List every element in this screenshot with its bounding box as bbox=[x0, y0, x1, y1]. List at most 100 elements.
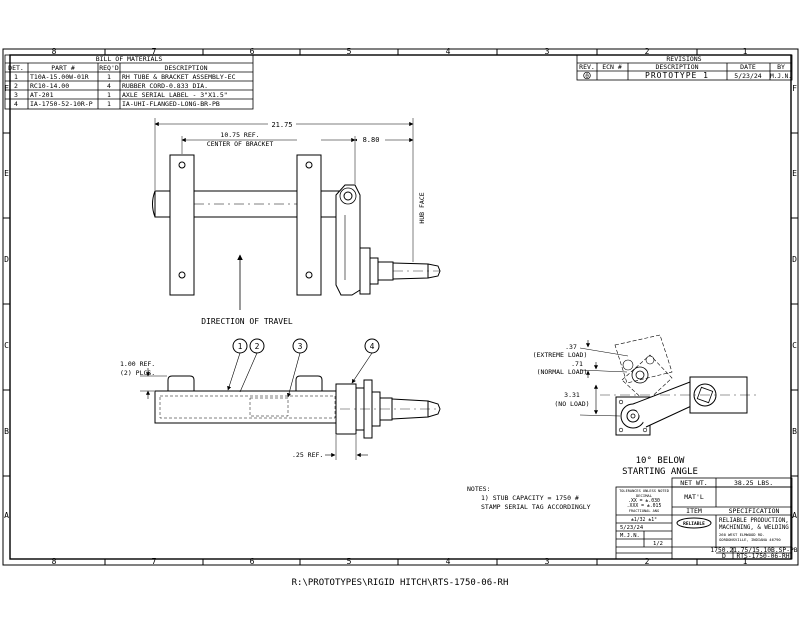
zone-label-top: 1 bbox=[743, 47, 748, 56]
drawing-scale: 1/2 bbox=[653, 541, 663, 547]
rev-header-ecn: ECN # bbox=[602, 63, 622, 71]
bill-of-materials: BILL OF MATERIALS DET. PART # REQ'D DESC… bbox=[4, 54, 254, 110]
drawing-date: 5/23/24 bbox=[620, 525, 644, 531]
item-label: ITEM bbox=[686, 507, 702, 515]
no-load-value: 3.31 bbox=[564, 391, 580, 399]
drawing-number: RTS-1750-06-RH bbox=[736, 553, 789, 560]
tolerance-title: TOLERANCES UNLESS NOTED bbox=[619, 489, 669, 493]
bom-row-qty: 4 bbox=[107, 82, 111, 90]
balloon-detail-1: 1 bbox=[238, 342, 243, 351]
bom-row-det: 3 bbox=[14, 91, 18, 99]
notes: NOTES: 1) STUB CAPACITY = 1750 # STAMP S… bbox=[467, 485, 591, 511]
zone-label-bottom: 7 bbox=[152, 557, 157, 566]
zone-label-top: 3 bbox=[545, 47, 550, 56]
rev-row-date: 5/23/24 bbox=[734, 72, 761, 80]
bom-row-part: T10A-15.00W-01R bbox=[30, 73, 89, 81]
zone-label-left: E bbox=[4, 169, 9, 178]
bracket-ref-label: CENTER OF BRACKET bbox=[207, 140, 274, 148]
net-weight-label: NET WT. bbox=[680, 479, 707, 487]
zone-label-left: A bbox=[4, 511, 9, 520]
bom-row-desc: RUBBER CORD-0.833 DIA. bbox=[122, 82, 208, 90]
no-load-label: (NO LOAD) bbox=[554, 400, 589, 408]
direction-of-travel-label: DIRECTION OF TRAVEL bbox=[201, 317, 293, 326]
balloon-detail-2: 2 bbox=[255, 342, 260, 351]
sheet-border bbox=[2, 48, 799, 566]
zone-label-top: 5 bbox=[347, 47, 352, 56]
zone-label-right: E bbox=[792, 169, 797, 178]
top-view bbox=[152, 118, 441, 310]
zone-label-left: C bbox=[4, 341, 9, 350]
bom-row-qty: 1 bbox=[107, 73, 111, 81]
notes-title: NOTES: bbox=[467, 485, 490, 493]
zone-label-left: D bbox=[4, 255, 9, 264]
notes-line-1: 1) STUB CAPACITY = 1750 # bbox=[481, 494, 579, 502]
tolerance-decimal: DECIMAL bbox=[636, 493, 653, 498]
zone-label-right: B bbox=[792, 427, 797, 436]
bom-row-det: 2 bbox=[14, 82, 18, 90]
bom-row-desc: RH TUBE & BRACKET ASSEMBLY-EC bbox=[122, 73, 236, 81]
bom-row-desc: AXLE SERIAL LABEL - 3"X1.5" bbox=[122, 91, 228, 99]
specification-label: SPECIFICATION bbox=[729, 507, 780, 515]
tolerance-xxx: .XXX = ±.015 bbox=[627, 503, 662, 509]
zone-label-bottom: 4 bbox=[446, 557, 451, 566]
bom-row: 3 AT-201 1 AXLE SERIAL LABEL - 3"X1.5" bbox=[14, 91, 228, 99]
company-address-line2: GORDONSVILLE, INDIANA 46790 bbox=[719, 537, 781, 542]
zone-label-top: 8 bbox=[52, 47, 57, 56]
rev-header-date: DATE bbox=[740, 63, 756, 71]
rev-row-desc: PROTOTYPE 1 bbox=[645, 71, 709, 80]
zone-label-bottom: 3 bbox=[545, 557, 550, 566]
extreme-load-value: .37 bbox=[565, 343, 577, 351]
tolerance-xx: .XX = ±.030 bbox=[628, 498, 660, 504]
part-number: 1750.21.75/15.10B.SP-PB bbox=[710, 547, 797, 554]
file-path-footer: R:\PROTOTYPES\RIGID HITCH\RTS-1750-06-RH bbox=[291, 578, 509, 588]
bom-row-det: 4 bbox=[14, 100, 18, 108]
company-logo: RELIABLE bbox=[676, 517, 712, 529]
rev-row-by: M.J.N. bbox=[770, 73, 792, 80]
net-weight-value: 38.25 LBS. bbox=[734, 479, 773, 487]
zone-label-left: F bbox=[4, 84, 9, 93]
revisions-title: REVISIONS bbox=[666, 55, 701, 63]
zone-label-top: 2 bbox=[645, 47, 650, 56]
bom-header-det: DET. bbox=[8, 64, 24, 72]
bom-row-part: AT-201 bbox=[30, 91, 54, 99]
bom-header-part: PART # bbox=[51, 64, 75, 72]
overall-length-dim: 21.75 bbox=[271, 121, 292, 129]
bom-row-part: IA-1750-52-10R-P bbox=[30, 100, 93, 108]
material-label: MAT'L bbox=[684, 493, 704, 501]
company-name-line2: MACHINING, & WELDING bbox=[719, 525, 789, 531]
normal-load-value: .71 bbox=[571, 360, 583, 368]
angle-label-line2: STARTING ANGLE bbox=[622, 467, 698, 477]
zone-label-right: D bbox=[792, 255, 797, 264]
zone-label-bottom: 1 bbox=[743, 557, 748, 566]
extreme-load-label: (EXTREME LOAD) bbox=[533, 351, 588, 359]
rev-row-rev: 0 bbox=[585, 73, 589, 80]
bom-row-qty: 1 bbox=[107, 100, 111, 108]
logo-text: RELIABLE bbox=[683, 521, 705, 527]
zone-label-top: 4 bbox=[446, 47, 451, 56]
hub-face-label: HUB FACE bbox=[418, 192, 426, 223]
zone-label-right: A bbox=[792, 511, 797, 520]
revisions-table: REVISIONS REV. ECN # DESCRIPTION DATE BY… bbox=[576, 54, 793, 81]
zone-label-right: F bbox=[792, 84, 797, 93]
zone-label-bottom: 5 bbox=[347, 557, 352, 566]
bom-header-qty: REQ'D bbox=[99, 64, 119, 72]
bracket-ref-dim: 10.75 REF. bbox=[220, 131, 259, 139]
zone-label-bottom: 2 bbox=[645, 557, 650, 566]
bom-row: 4 IA-1750-52-10R-P 1 IA-UHI-FLANGED-LONG… bbox=[14, 100, 220, 108]
company-address-line1: 260 WEST ELMWOOD RD. bbox=[719, 532, 765, 537]
zone-label-left: B bbox=[4, 427, 9, 436]
rev-header-desc: DESCRIPTION bbox=[655, 63, 698, 71]
bom-row: 1 T10A-15.00W-01R 1 RH TUBE & BRACKET AS… bbox=[14, 73, 236, 81]
bom-row-desc: IA-UHI-FLANGED-LONG-BR-PB bbox=[122, 100, 220, 108]
angle-label-line1: 10° BELOW bbox=[636, 456, 685, 466]
rev-header-rev: REV. bbox=[579, 63, 595, 71]
end-ref-count: (2) PLCS. bbox=[120, 369, 155, 377]
zone-label-top: 6 bbox=[250, 47, 255, 56]
zone-label-bottom: 8 bbox=[52, 557, 57, 566]
tolerance-fractional: FRACTIONAL ANG bbox=[629, 509, 659, 513]
bom-row-det: 1 bbox=[14, 73, 18, 81]
bom-header-desc: DESCRIPTION bbox=[164, 64, 207, 72]
sheet-size: D bbox=[722, 552, 726, 560]
